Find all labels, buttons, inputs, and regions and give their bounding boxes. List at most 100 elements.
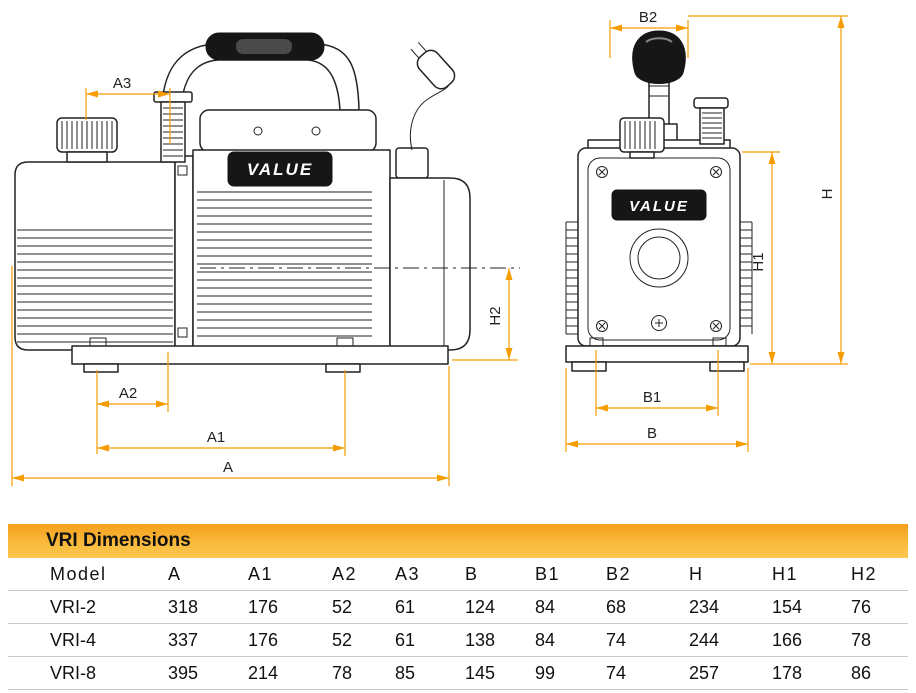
col-header-b: B: [465, 563, 479, 584]
pump-dimension-drawing: VALUE: [11, 9, 848, 486]
cell-value: 318: [168, 596, 199, 617]
dim-h2: H2: [452, 268, 518, 361]
col-header-a: A: [168, 563, 182, 584]
side-fins-left: [565, 221, 578, 335]
cell-value: 257: [689, 662, 720, 683]
cooling-fins: [17, 229, 173, 343]
dim-a2: A2: [96, 352, 169, 454]
cover-screw: [311, 126, 321, 136]
cell-value: 61: [395, 596, 416, 617]
dim-label-a1: A1: [207, 429, 225, 446]
cell-value: 124: [465, 596, 496, 617]
col-header-h2: H2: [851, 563, 878, 584]
junction-box: [395, 147, 429, 179]
intake-fitting: [153, 91, 193, 163]
flange: [174, 155, 194, 353]
cell-value: 84: [535, 629, 556, 650]
dimensions-table: Model A A1 A2 A3 B B1 B2 H H1 H2 VRI-2 3…: [8, 558, 908, 690]
col-header-model: Model: [50, 563, 107, 584]
dim-label-b1: B1: [643, 389, 661, 406]
cell-value: 244: [689, 629, 720, 650]
power-cord: [409, 84, 450, 151]
col-header-h1: H1: [772, 563, 799, 584]
cell-value: 138: [465, 629, 496, 650]
col-header-b1: B1: [535, 563, 561, 584]
cell-value: 74: [606, 662, 627, 683]
cell-value: 86: [851, 662, 872, 683]
dim-label-b: B: [647, 425, 657, 442]
cell-value: 214: [248, 662, 279, 683]
dim-b: B: [565, 368, 749, 452]
dim-b2: B2: [609, 9, 689, 58]
cell-value: 84: [535, 596, 556, 617]
dim-label-h2: H2: [487, 306, 504, 325]
table-row-vri-2: VRI-2 318 176 52 61 124 84 68 234 154 76: [8, 591, 908, 624]
barb-ridges: [702, 112, 722, 139]
cell-value: 76: [851, 596, 872, 617]
knurling: [624, 121, 656, 149]
col-header-h: H: [689, 563, 704, 584]
cell-value: 68: [606, 596, 627, 617]
col-header-a3: A3: [395, 563, 421, 584]
dim-label-a3: A3: [113, 75, 131, 92]
dim-label-a: A: [223, 459, 233, 476]
dimensions: A3 A2 A1 A H2 B2: [11, 9, 848, 486]
power-plug: [410, 42, 456, 90]
dim-label-b2: B2: [639, 9, 657, 26]
cell-value: 52: [332, 629, 353, 650]
table-row-vri-8: VRI-8 395 214 78 85 145 99 74 257 178 86: [8, 657, 908, 690]
table-title: VRI Dimensions: [46, 530, 191, 551]
dim-b1: B1: [595, 350, 719, 416]
cell-value: 145: [465, 662, 496, 683]
oil-sight-glass: [629, 228, 689, 288]
col-header-a1: A1: [248, 563, 274, 584]
cell-value: 176: [248, 596, 279, 617]
cell-value: 99: [535, 662, 556, 683]
side-view: VALUE: [14, 32, 520, 373]
oil-cap-side: [56, 117, 118, 163]
oil-cap-front: [619, 117, 665, 159]
cell-value: 154: [772, 596, 803, 617]
cell-model: VRI-2: [50, 596, 97, 617]
exhaust-fitting: [693, 97, 729, 145]
cover-screw: [253, 126, 263, 136]
dim-label-h: H: [819, 189, 836, 200]
cell-value: 178: [772, 662, 803, 683]
knurling: [61, 121, 113, 149]
cooling-fins: [197, 191, 372, 337]
cell-value: 61: [395, 629, 416, 650]
barb-ridges: [163, 107, 183, 157]
drain-screw: [651, 315, 667, 331]
handle-knob: [632, 30, 686, 84]
cell-value: 176: [248, 629, 279, 650]
col-header-a2: A2: [332, 563, 358, 584]
col-header-b2: B2: [606, 563, 632, 584]
cell-model: VRI-8: [50, 662, 97, 683]
table-header-row: Model A A1 A2 A3 B B1 B2 H H1 H2: [8, 558, 908, 591]
value-logo-side: VALUE: [227, 151, 333, 187]
foot: [709, 361, 745, 372]
cell-value: 234: [689, 596, 720, 617]
dim-label-a2: A2: [119, 385, 137, 402]
cell-value: 78: [851, 629, 872, 650]
cell-value: 395: [168, 662, 199, 683]
motor: [389, 177, 471, 351]
foot: [571, 361, 607, 372]
base-side: [71, 337, 449, 373]
foot: [325, 363, 361, 373]
dim-a: A: [11, 266, 450, 486]
front-plate: [587, 157, 731, 341]
top-cover: [199, 109, 377, 153]
cell-value: 78: [332, 662, 353, 683]
base-front: [565, 337, 749, 372]
table-title-bar: VRI Dimensions: [8, 524, 908, 558]
dim-label-h1: H1: [750, 252, 767, 271]
cell-value: 166: [772, 629, 803, 650]
dim-h1: H1: [742, 151, 848, 365]
pump-module: [14, 161, 176, 351]
foot: [83, 363, 119, 373]
dimensions-table-section: VRI Dimensions Model A A1 A2 A3 B B1 B2 …: [8, 524, 908, 690]
technical-drawing-area: VALUE: [11, 9, 848, 486]
side-fins-right: [740, 221, 753, 334]
cell-value: 74: [606, 629, 627, 650]
